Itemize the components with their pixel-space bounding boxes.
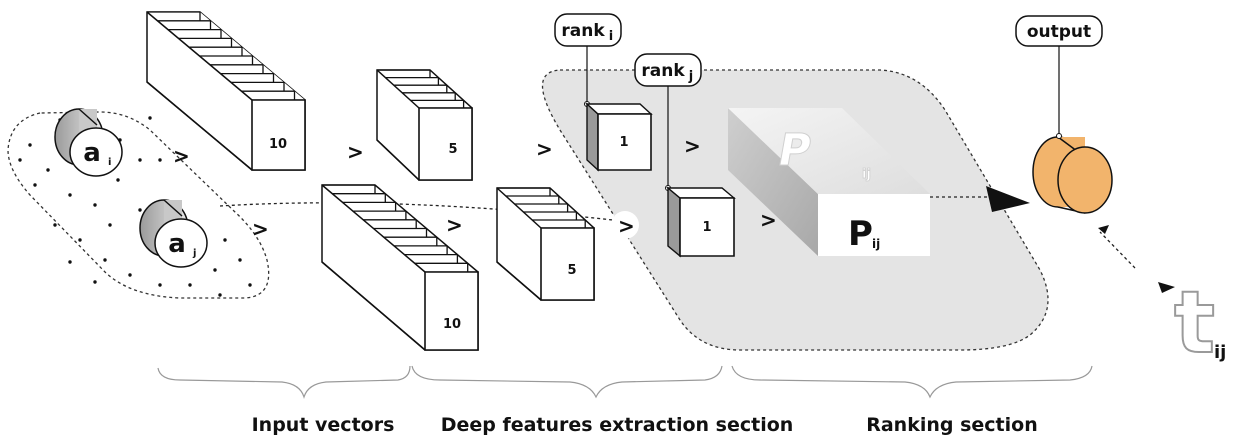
flow-arrow-circled: > (529, 134, 557, 162)
svg-text:ij: ij (862, 167, 871, 182)
output-label: output (1015, 15, 1103, 136)
svg-text:i: i (609, 29, 613, 44)
rank-j-label: rank j (634, 53, 702, 87)
caption-deep-features: Deep features extraction section (441, 414, 794, 436)
svg-text:t: t (1174, 273, 1215, 373)
input-block-i-size: 10 (269, 137, 287, 152)
target-t-ij: t ij (1173, 272, 1226, 374)
flow-arrow: > (252, 217, 269, 241)
svg-text:rank: rank (561, 21, 605, 41)
input-block-j: 10 (321, 184, 479, 351)
rank-j-unit-size: 1 (702, 220, 711, 235)
target-arrowhead-lower (1158, 282, 1175, 293)
p-ij-block: P ij P ij (728, 108, 930, 256)
svg-text:rank: rank (641, 61, 685, 81)
flow-arrows: > > > > > > > > (173, 134, 777, 241)
deep-block-i-size: 5 (448, 142, 457, 157)
output-arrowhead (986, 186, 1030, 212)
deep-block-j-size: 5 (567, 263, 576, 278)
flow-arrow: > (347, 140, 364, 164)
svg-text:i: i (108, 157, 111, 168)
svg-text:ij: ij (872, 237, 880, 251)
p-ij-front-label: P (848, 214, 873, 254)
svg-text:a: a (83, 138, 101, 168)
svg-text:j: j (688, 69, 693, 84)
flow-arrow: > (173, 144, 190, 168)
deep-block-j: 5 (496, 187, 595, 301)
flow-arrow: > (684, 134, 701, 158)
rank-i-label: rank i (554, 13, 622, 47)
rank-j-unit: 1 (665, 85, 736, 258)
svg-text:a: a (168, 229, 186, 259)
target-arrowhead-upper (1098, 225, 1109, 234)
rank-i-unit-size: 1 (619, 135, 628, 150)
input-block-j-size: 10 (443, 317, 461, 332)
svg-text:>: > (536, 137, 553, 161)
flow-arrow-circled: > (611, 211, 639, 239)
caption-input-vectors: Input vectors (252, 414, 395, 436)
svg-text:ij: ij (1214, 342, 1226, 363)
input-node-a-j: a j (139, 199, 208, 268)
rank-i-unit: 1 (584, 46, 653, 172)
svg-text:j: j (192, 248, 196, 259)
deep-block-i: 5 (376, 69, 473, 181)
section-braces (157, 365, 1093, 400)
caption-ranking: Ranking section (866, 414, 1038, 436)
flow-arrow: > (446, 213, 463, 237)
input-node-a-i: a i (54, 108, 123, 177)
svg-text:output: output (1027, 22, 1091, 42)
svg-text:>: > (618, 214, 635, 238)
input-block-i: 10 (146, 11, 306, 171)
output-node (1032, 133, 1113, 214)
flow-arrow: > (760, 208, 777, 232)
